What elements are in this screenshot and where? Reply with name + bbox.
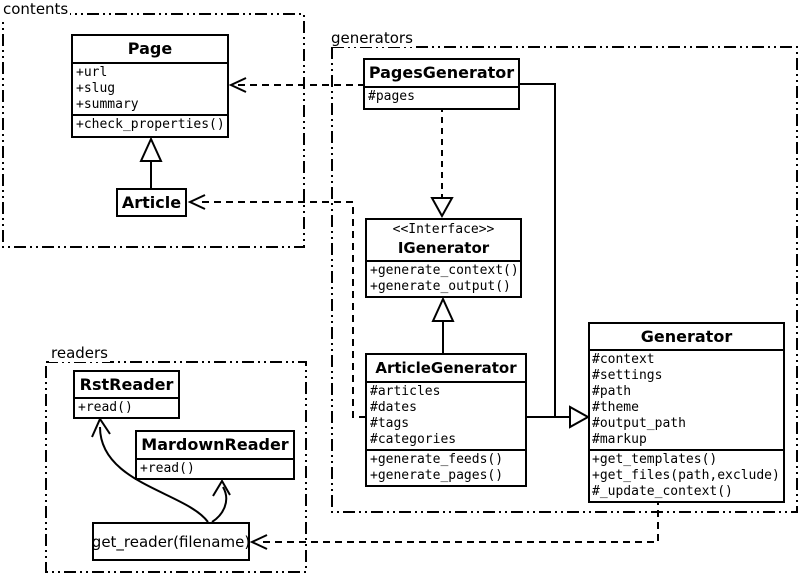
dependency-generator-to-getreader-arrow-icon: [249, 534, 268, 550]
generalization-to-generator-triangle-icon: [569, 405, 591, 429]
attribute: #settings: [592, 368, 663, 383]
attribute: #theme: [592, 400, 639, 415]
method: +check_properties(): [76, 117, 225, 132]
contents-package-label: contents: [1, 0, 71, 18]
class-name: Article: [121, 193, 182, 212]
method: +generate_feeds(): [370, 452, 504, 467]
attribute: +summary: [76, 97, 139, 112]
attribute: #dates: [370, 400, 417, 415]
curve-getreader-to-mardownreader-arrow-icon: [212, 479, 231, 497]
class-box-mardownreader: MardownReader +read(): [135, 430, 295, 480]
class-name: ArticleGenerator: [375, 359, 517, 377]
class-name: Page: [127, 39, 173, 58]
method: +read(): [140, 461, 195, 476]
attributes-compartment: #pages: [365, 86, 518, 108]
method: +generate_pages(): [370, 468, 504, 483]
methods-compartment: +read(): [75, 397, 178, 417]
method: #_update_context(): [592, 484, 733, 499]
attributes-compartment: +url +slug +summary: [73, 62, 227, 114]
attributes-compartment: #articles #dates #tags #categories: [367, 381, 525, 449]
method: +generate_context(): [370, 263, 519, 278]
dependency-articlegenerator-to-article-line: [197, 201, 366, 418]
class-box-page: Page +url +slug +summary +check_properti…: [71, 34, 229, 138]
class-box-articlegenerator: ArticleGenerator #articles #dates #tags …: [365, 353, 527, 487]
title-compartment: <<Interface>> IGenerator: [367, 220, 520, 260]
curve-getreader-to-rstreader-line: [99, 426, 209, 523]
class-box-generator: Generator #context #settings #path #them…: [588, 322, 785, 503]
stereotype-label: <<Interface>>: [392, 222, 495, 237]
attribute: #categories: [370, 432, 457, 447]
function-box-get-reader: get_reader(filename): [92, 522, 250, 561]
generalization-articlegenerator-to-igenerator-triangle-icon: [431, 296, 455, 322]
methods-compartment: +check_properties(): [73, 114, 227, 136]
attribute: #markup: [592, 432, 647, 447]
methods-compartment: +read(): [137, 458, 293, 478]
method: +get_files(path,exclude): [592, 468, 780, 483]
attributes-compartment: #context #settings #path #theme #output_…: [590, 349, 783, 449]
generators-package-border: [331, 46, 798, 513]
attribute: #articles: [370, 384, 441, 399]
class-name: RstReader: [79, 375, 174, 394]
attribute: +url: [76, 65, 108, 80]
class-box-article: Article: [116, 188, 187, 217]
realization-pagesgenerator-to-igenerator-triangle-icon: [430, 197, 454, 219]
attribute: #context: [592, 352, 655, 367]
method: +generate_output(): [370, 279, 511, 294]
class-box-igenerator: <<Interface>> IGenerator +generate_conte…: [365, 218, 522, 298]
method: +read(): [78, 400, 133, 415]
class-name: MardownReader: [141, 435, 289, 454]
curve-getreader-to-mardownreader-line: [211, 486, 228, 523]
class-name: Generator: [640, 327, 733, 346]
attribute: #path: [592, 384, 632, 399]
class-box-rstreader: RstReader +read(): [73, 370, 180, 419]
method: +get_templates(): [592, 452, 718, 467]
attribute: #pages: [368, 89, 415, 104]
methods-compartment: +generate_context() +generate_output(): [367, 260, 520, 296]
dependency-articlegenerator-to-article-arrow-icon: [187, 194, 206, 210]
readers-package-label: readers: [49, 344, 110, 362]
readers-package-border: [45, 361, 307, 573]
generalization-pagesgenerator-to-generator-line: [518, 83, 556, 417]
dependency-generator-to-getreader-line: [259, 498, 659, 543]
methods-compartment: +generate_feeds() +generate_pages(): [367, 449, 525, 485]
function-label: get_reader(filename): [91, 532, 251, 551]
methods-compartment: +get_templates() +get_files(path,exclude…: [590, 449, 783, 501]
class-name: IGenerator: [397, 239, 490, 257]
generators-package-label: generators: [329, 29, 415, 47]
attribute: #tags: [370, 416, 410, 431]
attribute: +slug: [76, 81, 116, 96]
curve-getreader-to-rstreader-arrow-icon: [91, 416, 111, 438]
attribute: #output_path: [592, 416, 686, 431]
class-name: PagesGenerator: [368, 63, 515, 82]
contents-package-border: [2, 13, 305, 248]
generalization-article-to-page-triangle-icon: [139, 136, 163, 162]
class-box-pagesgenerator: PagesGenerator #pages: [363, 58, 520, 110]
dependency-pagesgenerator-to-page-arrow-icon: [228, 77, 247, 93]
